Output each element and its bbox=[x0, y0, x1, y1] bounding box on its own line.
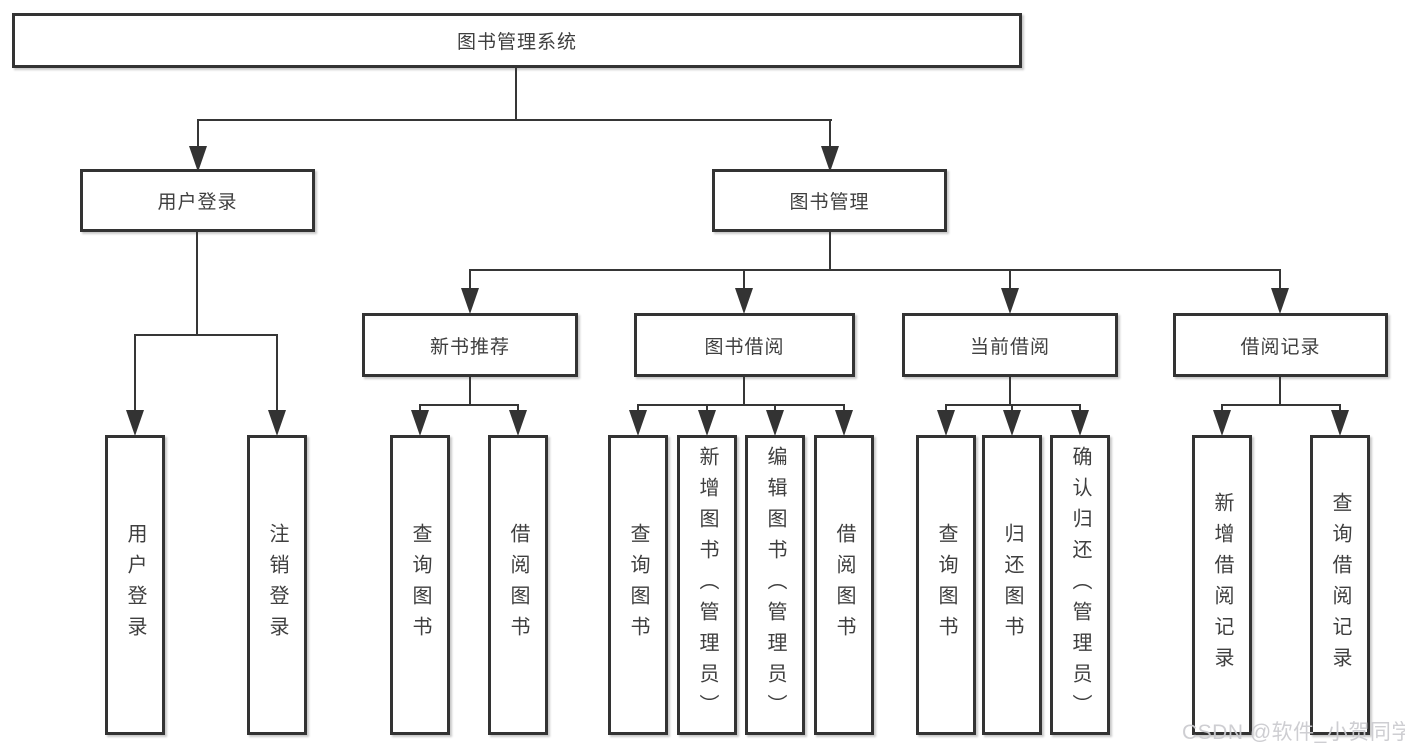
connector-stem bbox=[1009, 269, 1011, 290]
node-user-login-label: 用户登录 bbox=[157, 192, 238, 213]
connector-stem bbox=[743, 269, 745, 290]
connector-horizontal bbox=[419, 404, 519, 406]
connector-vertical bbox=[469, 377, 471, 406]
connector-stem bbox=[829, 119, 831, 149]
connector-horizontal bbox=[1221, 404, 1341, 406]
node-book-management: 图书管理 bbox=[712, 169, 947, 232]
leaf-add-books-admin-label: 新增图书（管理员） bbox=[696, 445, 718, 725]
arrowhead-down-icon bbox=[821, 146, 839, 172]
node-book-management-label: 图书管理 bbox=[789, 192, 870, 213]
connector-vertical bbox=[196, 232, 198, 336]
connector-vertical bbox=[829, 232, 831, 271]
connector-stem bbox=[1339, 404, 1341, 414]
arrowhead-down-icon bbox=[126, 410, 144, 436]
node-new-book-recommend-label: 新书推荐 bbox=[429, 336, 510, 358]
connector-stem bbox=[843, 404, 845, 414]
leaf-borrow-books-recommend: 借阅图书 bbox=[488, 435, 548, 735]
arrowhead-down-icon bbox=[268, 410, 286, 436]
arrowhead-down-icon bbox=[629, 410, 647, 436]
node-root-label: 图书管理系统 bbox=[456, 32, 577, 53]
node-current-borrow: 当前借阅 bbox=[902, 313, 1118, 377]
arrowhead-down-icon bbox=[766, 410, 784, 436]
leaf-borrow-books-label: 借阅图书 bbox=[833, 523, 855, 647]
leaf-user-login: 用户登录 bbox=[105, 435, 165, 735]
leaf-query-books-current: 查询图书 bbox=[916, 435, 976, 735]
connector-horizontal bbox=[945, 404, 1081, 406]
connector-vertical bbox=[743, 377, 745, 406]
leaf-edit-books-admin-label: 编辑图书（管理员） bbox=[764, 445, 786, 725]
arrowhead-down-icon bbox=[411, 410, 429, 436]
arrowhead-down-icon bbox=[1331, 410, 1349, 436]
leaf-return-books-label: 归还图书 bbox=[1001, 523, 1023, 647]
arrowhead-down-icon bbox=[1001, 288, 1019, 314]
connector-stem bbox=[134, 334, 136, 412]
leaf-query-books-recommend: 查询图书 bbox=[390, 435, 450, 735]
leaf-user-login-label: 用户登录 bbox=[124, 523, 146, 647]
leaf-query-books-current-label: 查询图书 bbox=[935, 523, 957, 647]
leaf-borrow-books: 借阅图书 bbox=[814, 435, 874, 735]
connector-stem bbox=[1279, 269, 1281, 290]
arrowhead-down-icon bbox=[509, 410, 527, 436]
connector-horizontal bbox=[469, 269, 1281, 271]
node-user-login: 用户登录 bbox=[80, 169, 315, 232]
connector-root-horizontal bbox=[197, 119, 832, 121]
leaf-query-books-borrow-label: 查询图书 bbox=[627, 523, 649, 647]
connector-horizontal bbox=[134, 334, 278, 336]
node-borrow-records: 借阅记录 bbox=[1173, 313, 1388, 377]
arrowhead-down-icon bbox=[1271, 288, 1289, 314]
connector-stem bbox=[276, 334, 278, 412]
connector-stem bbox=[774, 404, 776, 414]
connector-stem bbox=[1221, 404, 1223, 414]
connector-stem bbox=[517, 404, 519, 414]
connector-vertical bbox=[1279, 377, 1281, 406]
arrowhead-down-icon bbox=[1213, 410, 1231, 436]
leaf-query-books-borrow: 查询图书 bbox=[608, 435, 668, 735]
connector-stem bbox=[637, 404, 639, 414]
arrowhead-down-icon bbox=[1071, 410, 1089, 436]
leaf-return-books: 归还图书 bbox=[982, 435, 1042, 735]
leaf-confirm-return-admin-label: 确认归还（管理员） bbox=[1069, 445, 1091, 725]
connector-stem bbox=[1011, 404, 1013, 414]
node-book-borrow: 图书借阅 bbox=[634, 313, 855, 377]
node-current-borrow-label: 当前借阅 bbox=[969, 336, 1050, 358]
leaf-add-borrow-record-label: 新增借阅记录 bbox=[1211, 492, 1233, 678]
leaf-logout-label: 注销登录 bbox=[266, 523, 288, 647]
connector-stem bbox=[469, 269, 471, 290]
arrowhead-down-icon bbox=[189, 146, 207, 172]
node-borrow-records-label: 借阅记录 bbox=[1240, 336, 1321, 358]
connector-horizontal bbox=[637, 404, 845, 406]
node-root: 图书管理系统 bbox=[12, 13, 1022, 68]
connector-stem bbox=[197, 119, 199, 149]
node-book-borrow-label: 图书借阅 bbox=[704, 336, 785, 358]
arrowhead-down-icon bbox=[835, 410, 853, 436]
watermark: CSDN @软件_小贺同学 bbox=[1182, 721, 1405, 744]
connector-stem bbox=[706, 404, 708, 414]
connector-vertical bbox=[1009, 377, 1011, 406]
leaf-confirm-return-admin: 确认归还（管理员） bbox=[1050, 435, 1110, 735]
leaf-add-borrow-record: 新增借阅记录 bbox=[1192, 435, 1252, 735]
leaf-query-books-recommend-label: 查询图书 bbox=[409, 523, 431, 647]
arrowhead-down-icon bbox=[735, 288, 753, 314]
connector-stem bbox=[945, 404, 947, 414]
arrowhead-down-icon bbox=[1003, 410, 1021, 436]
leaf-logout: 注销登录 bbox=[247, 435, 307, 735]
connector-stem bbox=[1079, 404, 1081, 414]
leaf-query-borrow-record-label: 查询借阅记录 bbox=[1329, 492, 1351, 678]
leaf-query-borrow-record: 查询借阅记录 bbox=[1310, 435, 1370, 735]
connector-root-vertical bbox=[515, 68, 517, 121]
connector-stem bbox=[419, 404, 421, 414]
arrowhead-down-icon bbox=[937, 410, 955, 436]
arrowhead-down-icon bbox=[461, 288, 479, 314]
leaf-add-books-admin: 新增图书（管理员） bbox=[677, 435, 737, 735]
arrowhead-down-icon bbox=[698, 410, 716, 436]
leaf-borrow-books-recommend-label: 借阅图书 bbox=[507, 523, 529, 647]
leaf-edit-books-admin: 编辑图书（管理员） bbox=[745, 435, 805, 735]
node-new-book-recommend: 新书推荐 bbox=[362, 313, 578, 377]
